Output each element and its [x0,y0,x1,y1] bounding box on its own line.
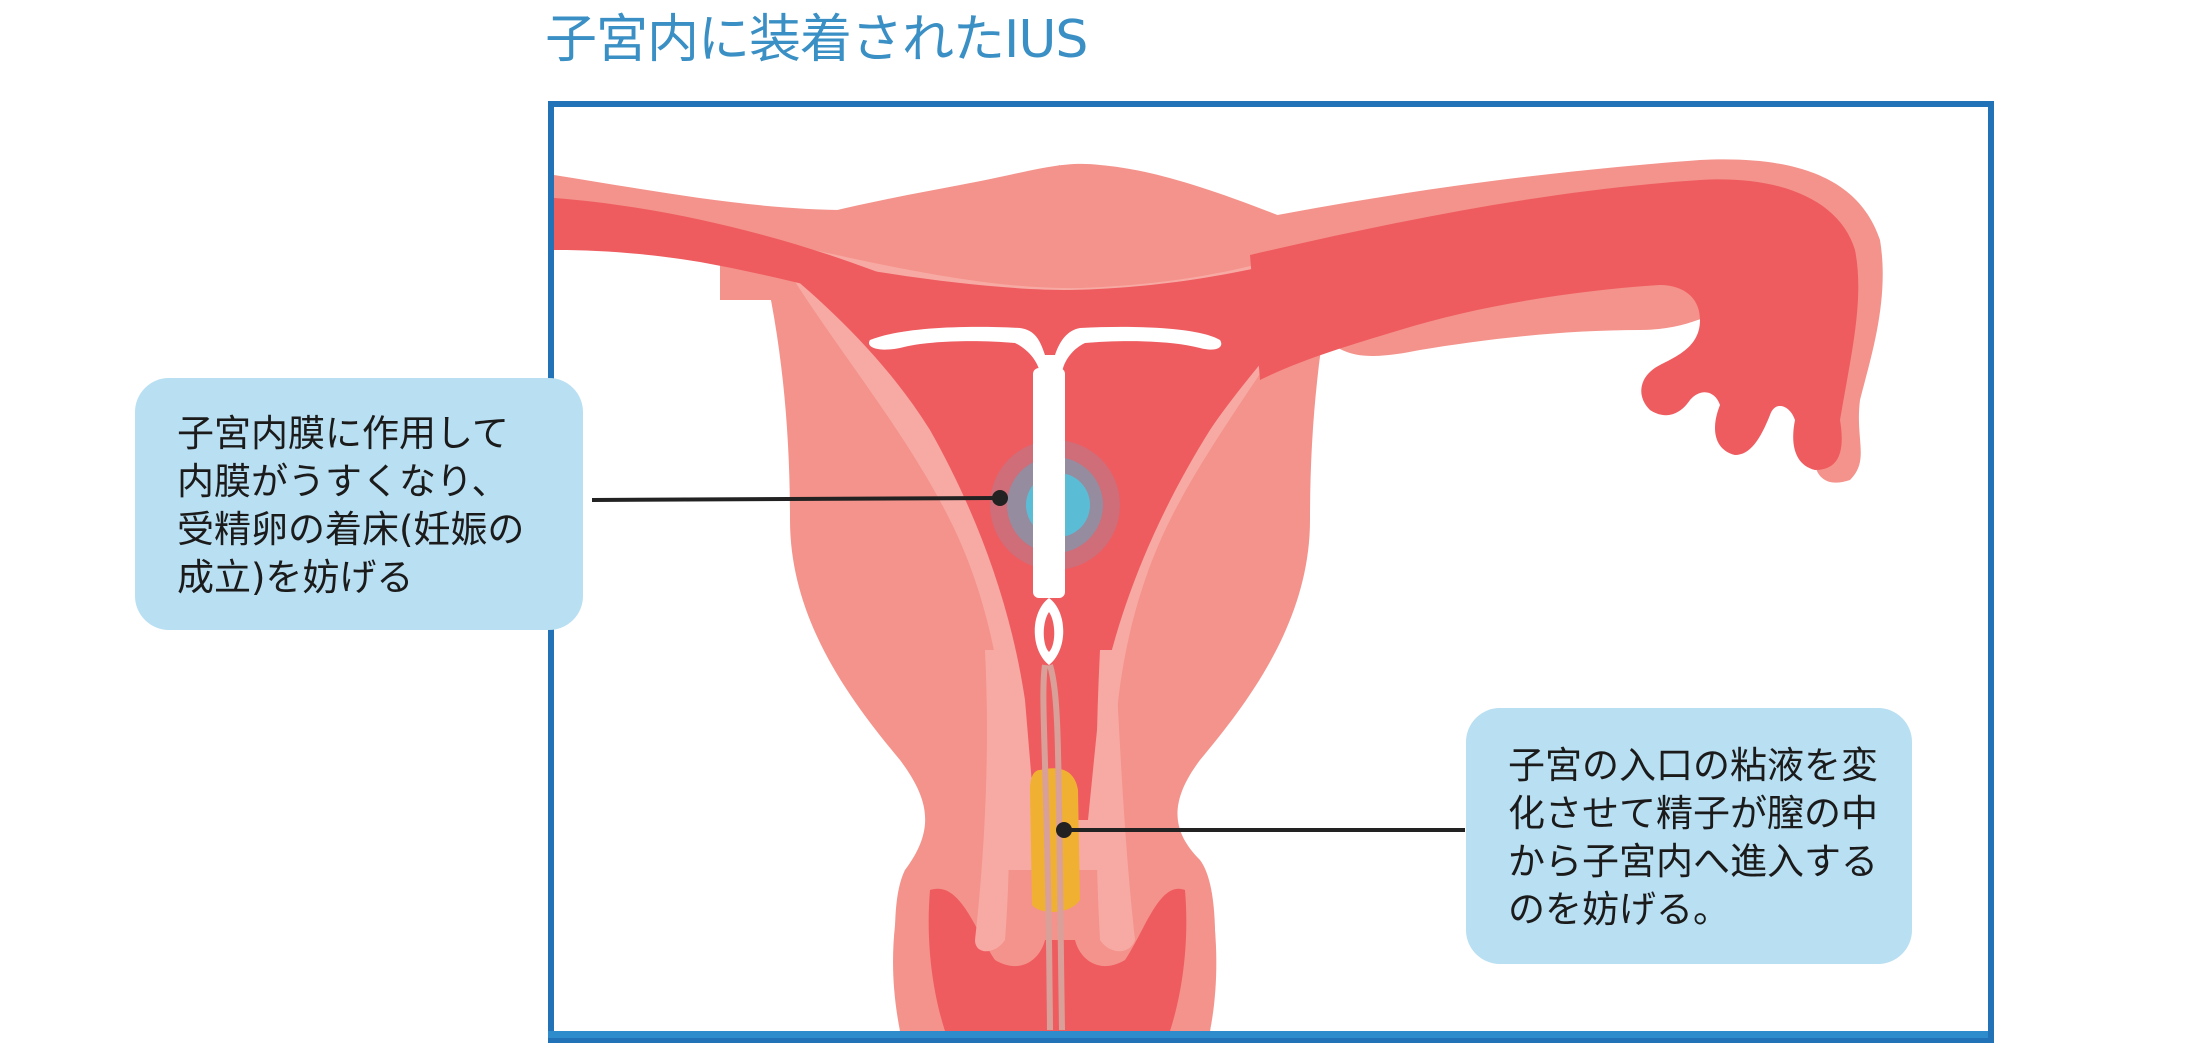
cervical-mucus [1030,768,1080,912]
ius-device [869,326,1222,665]
callout-endometrium: 子宮内膜に作用して 内膜がうすくなり、 受精卵の着床(妊娠の 成立)を妨げる [135,378,583,630]
frame-bottom-edge [548,1031,1988,1038]
callout-endometrium-line-3: 受精卵の着床(妊娠の [177,508,525,551]
left-fallopian-tube-inner [554,198,980,330]
cervix-left-pad [975,650,1010,952]
cervix-right-pad [1096,650,1135,952]
callout-cervix-line-1: 子宮の入口の粘液を変 [1508,744,1878,787]
callout-cervix-line-2: 化させて精子が膣の中 [1508,792,1878,835]
callout-cervix-line-4: のを妨げる。 [1508,888,1730,931]
callout-cervix-line-3: から子宮内へ進入する [1508,840,1878,883]
vagina-cavity [928,888,1187,1031]
diagram-title: 子宮内に装着されたIUS [545,10,1088,70]
ius-strings [1040,664,1065,1031]
callout-endometrium-line-2: 内膜がうすくなり、 [177,460,509,503]
leader-line-endometrium [591,496,999,502]
leader-dot-cervix [1056,822,1072,838]
callout-endometrium-line-1: 子宮内膜に作用して [177,412,509,455]
callout-endometrium-line-4: 成立)を妨げる [177,556,414,599]
callout-cervix: 子宮の入口の粘液を変 化させて精子が膣の中 から子宮内へ進入する のを妨げる。 [1466,708,1912,964]
right-fallopian-tube-inner [1250,179,1859,470]
leader-dot-endometrium [992,490,1008,506]
